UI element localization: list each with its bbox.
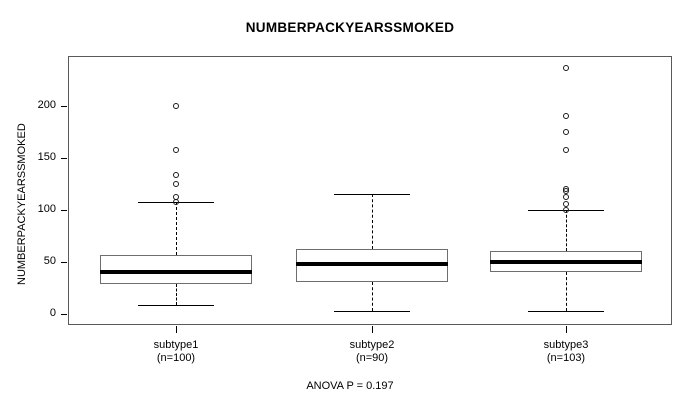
x-tick-label-subtype1: subtype1(n=100) — [96, 339, 256, 365]
category-count: (n=100) — [156, 352, 196, 364]
outlier-point — [563, 206, 569, 213]
outlier-point — [173, 194, 179, 201]
x-tick-mark — [566, 326, 567, 333]
lower-whisker-cap — [528, 311, 604, 313]
outlier-point — [173, 147, 179, 154]
y-tick-label: 150 — [37, 150, 56, 163]
outlier-point — [173, 102, 179, 109]
lower-whisker-line — [372, 282, 373, 312]
outlier-point — [563, 194, 569, 201]
outlier-point — [563, 147, 569, 154]
upper-whisker-line — [566, 209, 567, 252]
category-name: subtype2 — [349, 339, 395, 351]
median-line — [100, 269, 252, 274]
outlier-point — [173, 180, 179, 187]
x-tick-label-subtype2: subtype2(n=90) — [292, 339, 452, 365]
y-tick-label: 200 — [37, 98, 56, 111]
category-count: (n=103) — [546, 352, 586, 364]
outlier-point — [563, 128, 569, 135]
lower-whisker-cap — [334, 311, 410, 313]
x-tick-mark — [372, 326, 373, 333]
y-tick-mark — [61, 261, 67, 263]
median-line — [296, 261, 448, 266]
box-iqr-rect — [100, 255, 252, 285]
lower-whisker-cap — [138, 305, 214, 307]
upper-whisker-line — [372, 193, 373, 249]
upper-whisker-cap — [334, 193, 410, 195]
plot-frame — [68, 56, 672, 325]
x-tick-label-subtype3: subtype3(n=103) — [486, 339, 646, 365]
outlier-point — [563, 112, 569, 119]
box-iqr-rect — [296, 249, 448, 283]
x-tick-mark — [176, 326, 177, 333]
outlier-point — [563, 65, 569, 72]
y-tick-label: 0 — [49, 306, 56, 319]
median-line — [490, 259, 642, 264]
chart-title: NUMBERPACKYEARSSMOKED — [245, 20, 455, 35]
upper-whisker-line — [176, 202, 177, 256]
lower-whisker-line — [176, 284, 177, 306]
outlier-point — [173, 172, 179, 179]
category-name: subtype3 — [543, 339, 589, 351]
anova-annotation: ANOVA P = 0.197 — [306, 380, 394, 392]
y-tick-mark — [61, 157, 67, 159]
y-tick-mark — [61, 209, 67, 211]
outlier-point — [563, 201, 569, 208]
outlier-point — [563, 185, 569, 192]
lower-whisker-line — [566, 271, 567, 312]
y-tick-mark — [61, 105, 67, 107]
category-name: subtype1 — [153, 339, 199, 351]
y-tick-mark — [61, 313, 67, 315]
y-tick-label: 50 — [43, 254, 56, 267]
category-count: (n=90) — [355, 352, 389, 364]
y-tick-label: 100 — [37, 202, 56, 215]
